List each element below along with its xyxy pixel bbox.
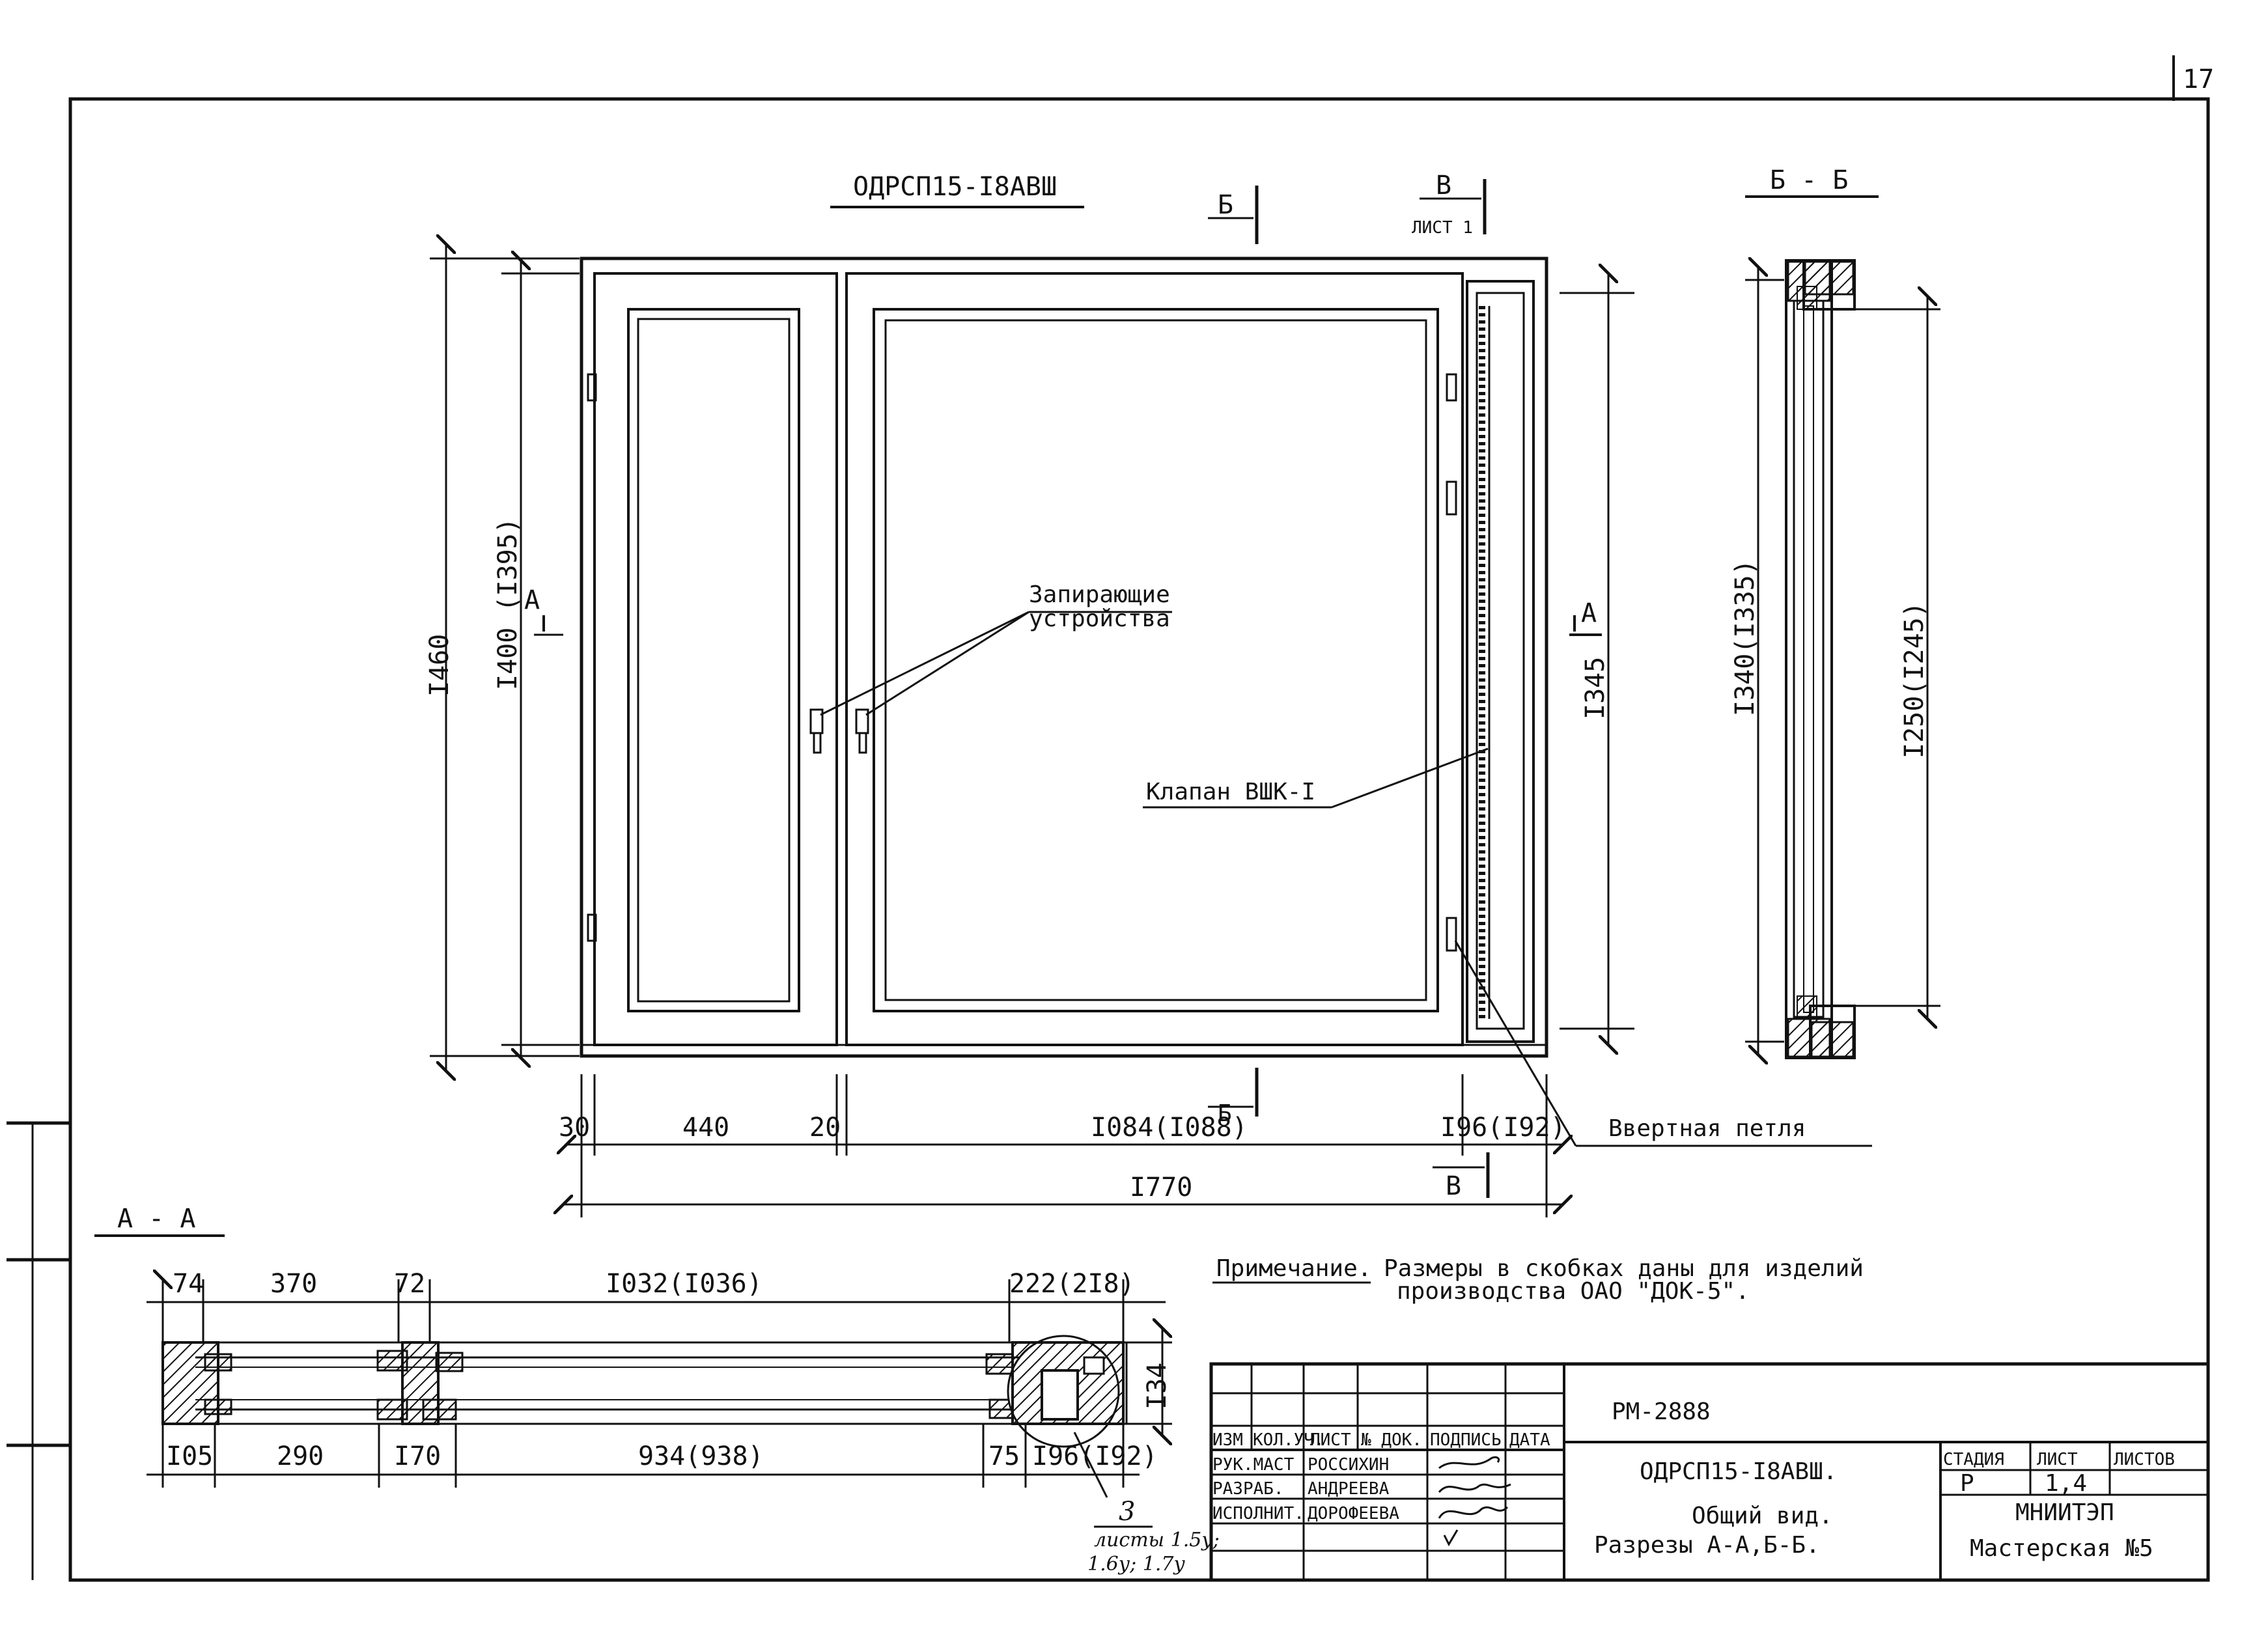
page-number-box: 17: [2172, 55, 2214, 101]
vertical-dimensions: [430, 244, 1634, 1071]
aa-top-370: 370: [270, 1269, 317, 1299]
aa-top-1032: I032(I036): [606, 1269, 763, 1299]
tb-workshop: Мастерская №5: [1970, 1535, 2153, 1562]
tb-header-list: ЛИСТ: [1310, 1430, 1351, 1450]
tb-org: МНИИТЭП: [2015, 1499, 2114, 1526]
section-bb-dim-inner: I250(I245): [1899, 602, 1929, 758]
aa-top-72: 72: [394, 1269, 425, 1299]
tb-header-izm: ИЗМ: [1212, 1430, 1243, 1450]
tb-stage-header: СТАДИЯ: [1943, 1450, 2004, 1469]
detail-ref-line1: листы 1.5у;: [1094, 1529, 1220, 1551]
section-a-mark-right: А: [1581, 598, 1597, 628]
callout-locks-line2: устройства: [1029, 605, 1170, 632]
tb-sheet: 1,4: [2045, 1470, 2087, 1497]
section-aa: [147, 1279, 1172, 1498]
dim-height-inner: I400 (I395): [493, 518, 523, 690]
aa-bottom-934: 934(938): [638, 1441, 764, 1471]
tb-role-1: РУК.МАСТ: [1212, 1455, 1295, 1475]
tb-name-3: ДОРОФЕЕВА: [1308, 1504, 1399, 1523]
note-label: Примечание.: [1216, 1255, 1371, 1282]
aa-bottom-105: I05: [166, 1441, 213, 1471]
aa-bottom-290: 290: [277, 1441, 324, 1471]
callout-hinge: Ввертная петля: [1608, 1115, 1806, 1142]
page-number: 17: [2183, 64, 2214, 94]
section-aa-title: А - А: [94, 1204, 225, 1237]
tb-product: ОДРСП15-I8АВШ.: [1640, 1458, 1837, 1485]
dim-w-1084: I084(I088): [1091, 1113, 1248, 1143]
tb-name-1: РОССИХИН: [1308, 1455, 1389, 1475]
aa-bottom-75: 75: [988, 1441, 1020, 1471]
title-block-grid: [1209, 1362, 2210, 1582]
aa-top-74: 74: [173, 1269, 204, 1299]
tb-stage: Р: [1960, 1470, 1974, 1497]
dim-w-30: 30: [559, 1113, 590, 1143]
detail-number: 3: [1119, 1497, 1135, 1527]
aa-top-222: 222(2I8): [1009, 1269, 1135, 1299]
callout-valve: Клапан ВШК-I: [1146, 779, 1315, 805]
section-bb: [1745, 260, 1940, 1058]
section-aa-title-text: А - А: [117, 1204, 195, 1234]
section-bb-title: Б - Б: [1745, 165, 1879, 198]
dim-w-440: 440: [682, 1113, 729, 1143]
section-marks: [534, 179, 1602, 1198]
section-v-ref: ЛИСТ 1: [1412, 218, 1473, 238]
window-elevation: [580, 257, 1548, 1058]
tb-sheet-header: ЛИСТ: [2037, 1450, 2078, 1469]
section-a-mark-left: А: [524, 585, 540, 615]
note-line1: Размеры в скобках даны для изделий: [1384, 1255, 1864, 1282]
tb-header-ndok: № ДОК.: [1361, 1430, 1422, 1450]
callout-leaders: [820, 611, 1872, 1147]
section-bb-dim-outer: I340(I335): [1730, 559, 1760, 716]
section-v-mark-bottom: В: [1446, 1171, 1461, 1201]
aa-bottom-170: I70: [394, 1441, 441, 1471]
section-v-mark-top: В: [1436, 171, 1451, 201]
callout-locks-line1: Запирающие: [1029, 581, 1170, 608]
aa-height-134: I34: [1142, 1363, 1172, 1410]
dim-w-196: I96(I92): [1440, 1113, 1566, 1143]
tb-signatures: [1438, 1456, 1511, 1547]
dim-w-20: 20: [809, 1113, 841, 1143]
tb-view-line1: Общий вид.: [1692, 1503, 1833, 1529]
aa-bottom-196: I96(I92): [1032, 1441, 1158, 1471]
tb-role-2: РАЗРАБ.: [1212, 1479, 1284, 1499]
tb-role-3: ИСПОЛНИТ.: [1212, 1504, 1304, 1523]
tb-header-podpis: ПОДПИСЬ: [1430, 1430, 1502, 1450]
tb-view-line2: Разрезы А-А,Б-Б.: [1594, 1532, 1820, 1559]
tb-header-data: ДАТА: [1509, 1430, 1550, 1450]
dim-height-overall: I460: [425, 634, 455, 697]
tb-doc-code: РМ-2888: [1612, 1398, 1711, 1425]
section-bb-title-text: Б - Б: [1770, 165, 1848, 195]
horizontal-dimensions: [563, 1074, 1563, 1217]
note-line2: производства ОАО "ДОК-5".: [1397, 1278, 1750, 1305]
tb-sheets-header: ЛИСТОВ: [2114, 1450, 2175, 1469]
sheet-frame: [7, 97, 2210, 1582]
view-title: ОДРСП15-I8АВШ: [853, 172, 1057, 202]
tb-name-2: АНДРЕЕВА: [1308, 1479, 1390, 1499]
dim-w-total: I770: [1130, 1173, 1192, 1202]
dim-height-right: I345: [1580, 657, 1610, 719]
tb-header-kolvo: КОЛ.УЧ.: [1253, 1430, 1324, 1450]
section-b-mark-bottom: Б: [1218, 1100, 1232, 1127]
elevation-title: ОДРСП15-I8АВШ: [830, 172, 1084, 208]
section-b-mark-top: Б: [1218, 190, 1233, 220]
detail-ref-line2: 1.6у; 1.7у: [1087, 1553, 1185, 1576]
